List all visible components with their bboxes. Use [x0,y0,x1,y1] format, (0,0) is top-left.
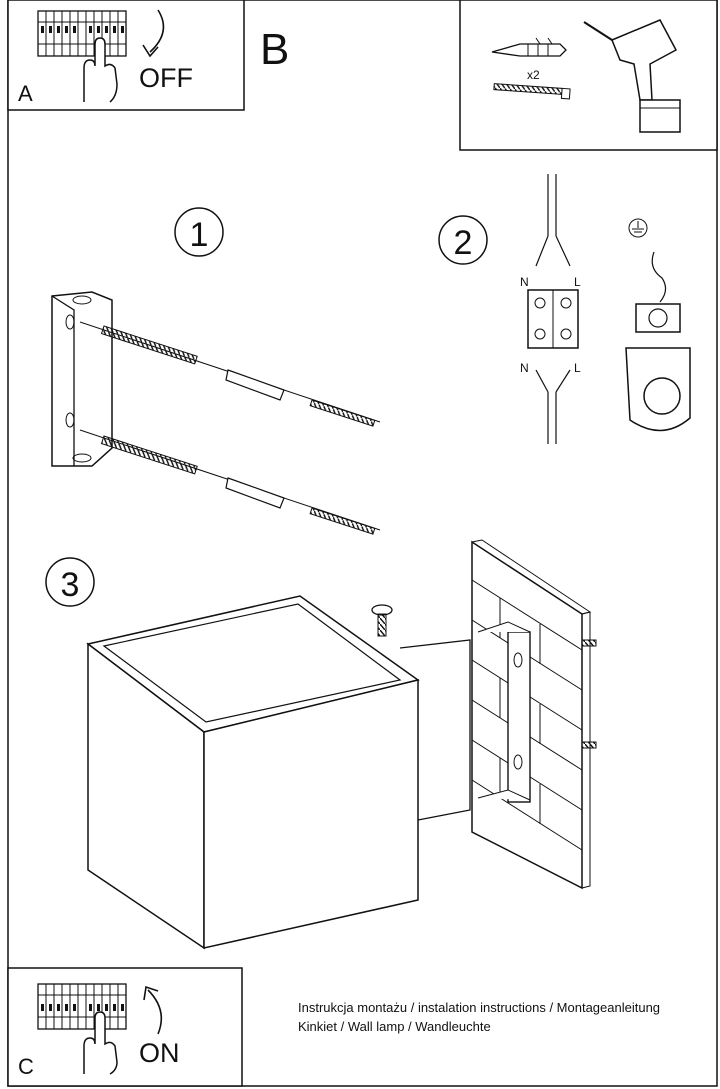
panel-b: x2 [459,0,718,151]
arrow-down-icon [149,9,165,53]
ground-terminal [625,218,691,432]
step-3-number: 3 [61,566,80,604]
screw-upper [79,321,381,427]
neutral-label-top: N [520,275,529,289]
fuse-box-icon [37,10,127,57]
drill-icon [583,19,681,133]
hand-icon [83,37,118,103]
footer-line-1: Instrukcja montażu / instalation instruc… [298,1000,661,1015]
live-label-top: L [574,275,581,289]
panel-b-letter: B [260,25,289,74]
step-2-number: 2 [454,224,473,262]
off-label: OFF [139,63,193,93]
panel-a-letter: A [18,81,33,106]
step-1-number: 1 [190,216,209,254]
page-frame [7,0,718,1087]
panel-a: A OFF [7,0,245,111]
live-label-bottom: L [574,361,581,375]
step-1-marker [174,207,224,257]
fuse-box-icon [37,983,127,1030]
on-label: ON [139,1038,180,1068]
brick-wall [471,539,597,890]
screw-icon [493,83,571,100]
step-2-marker [438,215,488,265]
wall-lamp-cube [86,595,471,950]
fixing-screw [371,604,393,637]
footer-line-2: Kinkiet / Wall lamp / Wandleuchte [298,1019,491,1034]
hand-icon [83,1011,118,1075]
neutral-label-bottom: N [520,361,529,375]
screw-lower [79,429,381,535]
panel-c: C ON [7,967,243,1087]
panel-c-letter: C [18,1054,34,1079]
arrow-up-icon [147,989,163,1035]
footer-caption: Instrukcja montażu / instalation instruc… [298,998,660,1036]
step-3-marker [45,557,95,607]
quantity-label: x2 [527,68,540,82]
terminal-block [527,174,579,444]
mounting-bracket [51,291,113,467]
wall-plug-icon [491,37,567,57]
